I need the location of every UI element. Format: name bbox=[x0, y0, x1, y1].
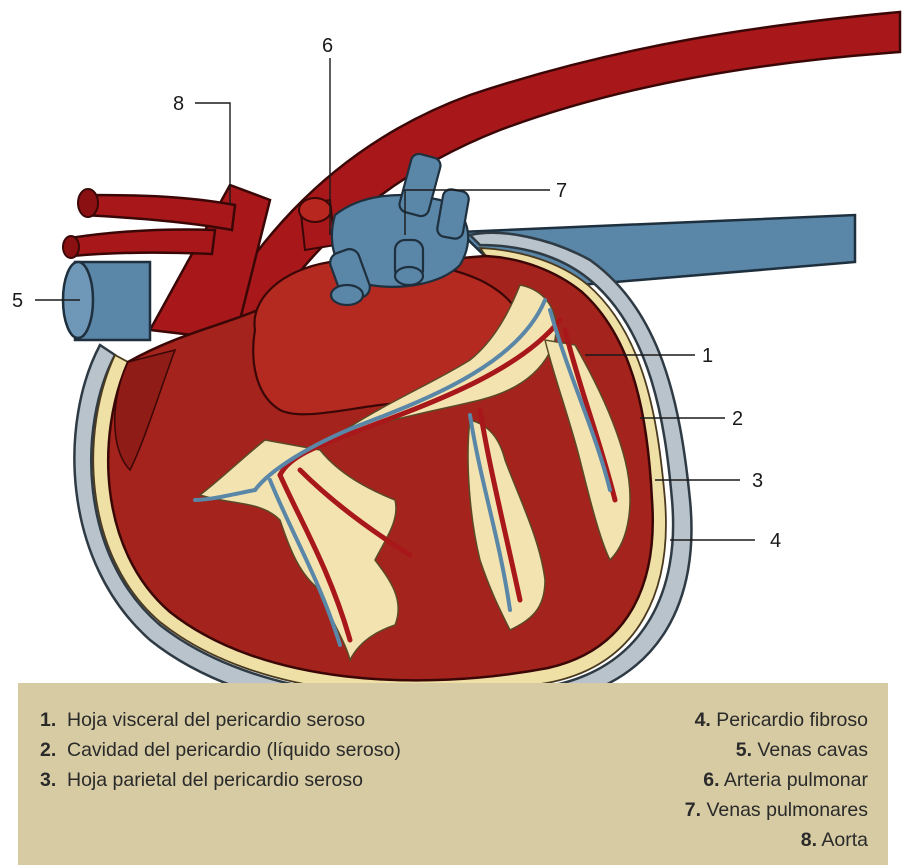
legend-item-4: 4. Pericardio fibroso bbox=[448, 705, 868, 735]
callout-3: 3 bbox=[752, 470, 763, 492]
callout-8: 8 bbox=[173, 93, 184, 115]
legend-text: Aorta bbox=[821, 829, 868, 851]
legend-number: 5. bbox=[736, 739, 752, 761]
legend-number: 2. bbox=[40, 735, 67, 765]
callout-4: 4 bbox=[770, 530, 781, 552]
vena-cava-vessel bbox=[63, 262, 150, 340]
legend-number: 7. bbox=[685, 799, 701, 821]
legend-text: Cavidad del pericardio (líquido seroso) bbox=[67, 739, 401, 761]
legend-number: 8. bbox=[801, 829, 817, 851]
legend-item-5: 5. Venas cavas bbox=[448, 735, 868, 765]
legend-item-3: 3.Hoja parietal del pericardio seroso bbox=[40, 765, 460, 795]
callout-7: 7 bbox=[556, 180, 567, 202]
legend-right-column: 4. Pericardio fibroso 5. Venas cavas 6. … bbox=[448, 705, 868, 855]
callout-6: 6 bbox=[322, 35, 333, 57]
legend-text: Pericardio fibroso bbox=[716, 709, 868, 731]
legend-number: 3. bbox=[40, 765, 67, 795]
legend-number: 1. bbox=[40, 705, 67, 735]
legend-text: Venas pulmonares bbox=[706, 799, 868, 821]
legend-text: Arteria pulmonar bbox=[724, 769, 868, 791]
legend-item-8: 8. Aorta bbox=[448, 825, 868, 855]
legend-text: Venas cavas bbox=[757, 739, 868, 761]
legend-item-6: 6. Arteria pulmonar bbox=[448, 765, 868, 795]
legend-item-7: 7. Venas pulmonares bbox=[448, 795, 868, 825]
legend-panel: 1.Hoja visceral del pericardio seroso 2.… bbox=[18, 683, 888, 865]
legend-left-column: 1.Hoja visceral del pericardio seroso 2.… bbox=[40, 705, 460, 795]
legend-number: 6. bbox=[703, 769, 719, 791]
callout-5: 5 bbox=[12, 290, 23, 312]
legend-item-1: 1.Hoja visceral del pericardio seroso bbox=[40, 705, 460, 735]
callout-2: 2 bbox=[732, 408, 743, 430]
legend-text: Hoja parietal del pericardio seroso bbox=[67, 769, 363, 791]
legend-text: Hoja visceral del pericardio seroso bbox=[67, 709, 365, 731]
legend-item-2: 2.Cavidad del pericardio (líquido seroso… bbox=[40, 735, 460, 765]
legend-number: 4. bbox=[695, 709, 711, 731]
callout-1: 1 bbox=[702, 345, 713, 367]
